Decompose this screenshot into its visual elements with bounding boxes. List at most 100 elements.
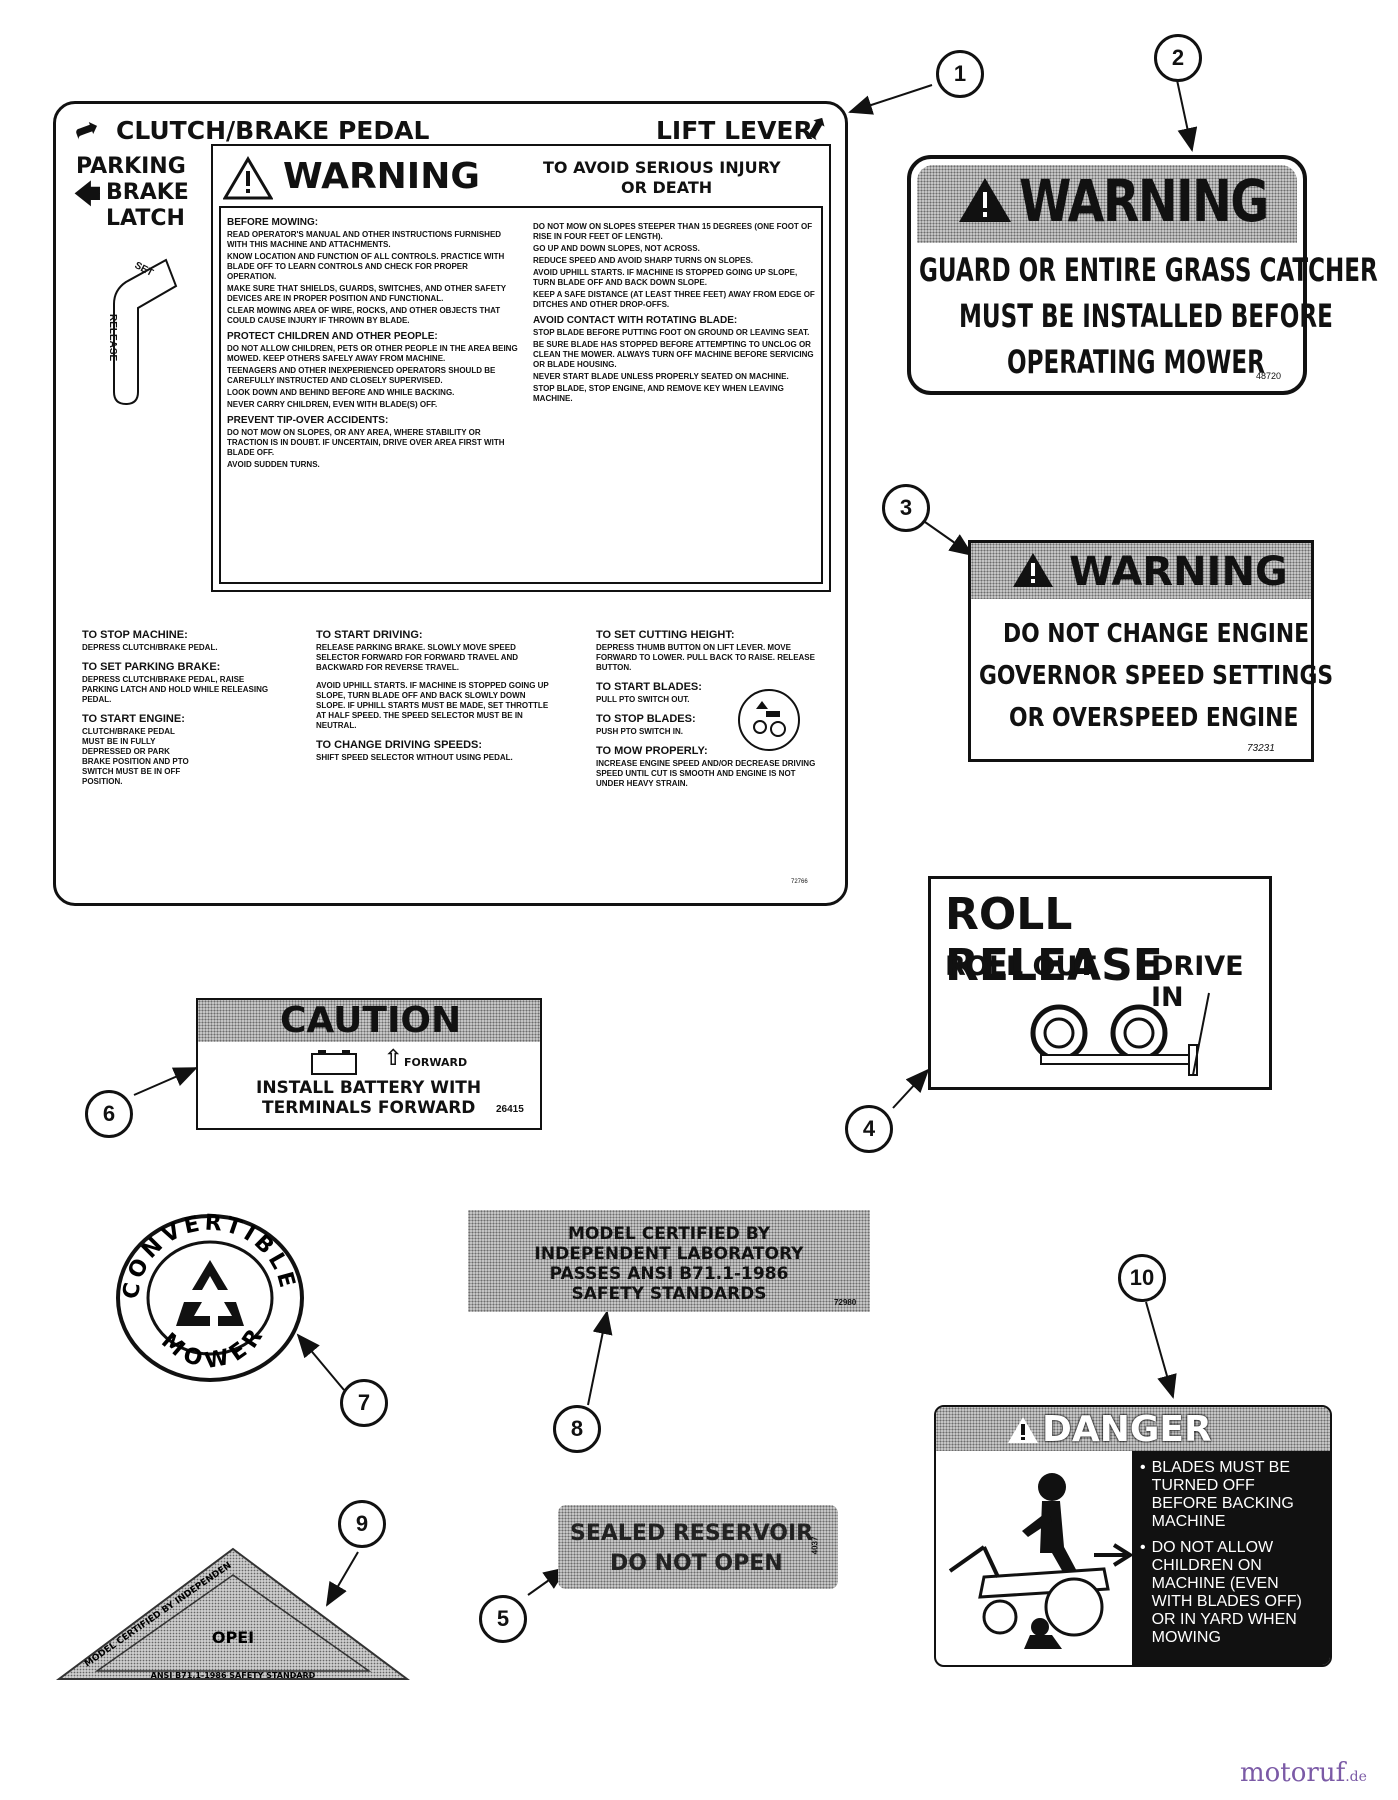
brake-label: BRAKE <box>106 180 189 205</box>
pto-switch-icon <box>738 689 800 751</box>
instructions-col-1: TO STOP MACHINE: DEPRESS CLUTCH/BRAKE PE… <box>82 629 282 795</box>
instructions-col-2: TO START DRIVING: RELEASE PARKING BRAKE.… <box>316 629 556 771</box>
parking-label: PARKING <box>76 154 186 179</box>
label-8-certification: MODEL CERTIFIED BY INDEPENDENT LABORATOR… <box>468 1210 870 1312</box>
leader-6 <box>133 1067 198 1096</box>
watermark-name: motoruf <box>1240 1758 1346 1788</box>
catcher-line-1: GUARD OR ENTIRE GRASS CATCHER <box>919 251 1378 289</box>
callout-4: 4 <box>845 1105 893 1153</box>
park-body: DEPRESS CLUTCH/BRAKE PEDAL, RAISE PARKIN… <box>82 675 269 704</box>
danger-item-2-text: DO NOT ALLOW CHILDREN ON MACHINE (EVEN W… <box>1151 1539 1302 1646</box>
avoid-line-1: TO AVOID SERIOUS INJURY <box>543 158 781 177</box>
callout-2: 2 <box>1154 34 1202 82</box>
reservoir-line-1: SEALED RESERVOIR <box>570 1521 814 1546</box>
warning-triangle-icon <box>1013 553 1053 587</box>
warning-left-column: BEFORE MOWING: READ OPERATOR'S MANUAL AN… <box>227 212 519 472</box>
rotating-item: STOP BLADE, STOP ENGINE, AND REMOVE KEY … <box>533 384 784 403</box>
blades-heading: TO START BLADES: <box>596 681 702 693</box>
protect-item: NEVER CARRY CHILDREN, EVEN WITH BLADE(S)… <box>227 400 438 409</box>
cert-line-1: MODEL CERTIFIED BY <box>567 1224 771 1244</box>
tip-item: DO NOT MOW ON SLOPES, OR ANY AREA, WHERE… <box>227 428 505 457</box>
mow-heading: TO MOW PROPERLY: <box>596 745 708 757</box>
roll-release-title: ROLL RELEASE <box>945 889 1163 991</box>
label-6-battery-caution: CAUTION ⇧ FORWARD INSTALL BATTERY WITH T… <box>196 998 542 1130</box>
avoid-line-2: OR DEATH <box>621 178 713 197</box>
leader-2 <box>1176 79 1198 152</box>
label-10-danger: DANGER • BLADES MUST BE TURNED OFF BEFOR… <box>934 1405 1332 1667</box>
warning-triangle-icon <box>223 156 273 200</box>
stop-blades-heading: TO STOP BLADES: <box>596 713 696 725</box>
inner-rule-box <box>219 206 823 584</box>
cert-line-2: INDEPENDENT LABORATORY <box>534 1244 804 1264</box>
governor-line-2: GOVERNOR SPEED SETTINGS <box>979 661 1334 691</box>
before-item: READ OPERATOR'S MANUAL AND OTHER INSTRUC… <box>227 230 502 249</box>
blades-body: PULL PTO SWITCH OUT. <box>596 695 690 704</box>
label-9-opei-triangle: MODEL CERTIFIED BY INDEPENDENT LABORATOR… <box>55 1545 410 1680</box>
forward-arrow-icon: ⇧ <box>384 1046 403 1071</box>
danger-text-panel: • BLADES MUST BE TURNED OFF BEFORE BACKI… <box>1132 1451 1330 1665</box>
callout-5: 5 <box>479 1595 527 1643</box>
danger-item-1: • BLADES MUST BE TURNED OFF BEFORE BACKI… <box>1140 1459 1324 1531</box>
tip-heading: PREVENT TIP-OVER ACCIDENTS: <box>227 415 389 426</box>
bullet-icon: • <box>1140 1539 1146 1556</box>
label-3-part-number: 73231 <box>1247 743 1275 754</box>
label-2-grass-catcher-warning: WARNING GUARD OR ENTIRE GRASS CATCHER MU… <box>907 155 1378 395</box>
caution-heading: CAUTION <box>280 1000 462 1041</box>
callout-10: 10 <box>1118 1254 1166 1302</box>
before-item: MAKE SURE THAT SHIELDS, GUARDS, SWITCHES… <box>227 284 506 303</box>
callout-6: 6 <box>85 1090 133 1138</box>
catcher-line-2: MUST BE INSTALLED BEFORE <box>959 297 1333 335</box>
rotating-heading: AVOID CONTACT WITH ROTATING BLADE: <box>533 315 738 326</box>
protect-item: LOOK DOWN AND BEHIND BEFORE AND WHILE BA… <box>227 388 455 397</box>
bullet-icon: • <box>1140 1459 1146 1476</box>
label-7-convertible-mower-emblem: CONVERTIBLE MOWER <box>116 1211 304 1382</box>
caution-band <box>198 1000 540 1042</box>
danger-heading: DANGER <box>1042 1409 1212 1450</box>
watermark: motoruf.de <box>1240 1758 1367 1788</box>
protect-heading: PROTECT CHILDREN AND OTHER PEOPLE: <box>227 331 438 342</box>
danger-triangle-icon <box>1008 1417 1038 1443</box>
warning-heading: WARNING <box>283 156 480 197</box>
tip-item: AVOID SUDDEN TURNS. <box>227 460 320 469</box>
label-2-part-number: 48720 <box>1256 371 1282 381</box>
rotating-item: NEVER START BLADE UNLESS PROPERLY SEATED… <box>533 372 789 381</box>
before-heading: BEFORE MOWING: <box>227 217 319 228</box>
leader-8 <box>587 1310 613 1406</box>
drive-in-label: DRIVE IN <box>1151 951 1244 1013</box>
instructions-col-3: TO SET CUTTING HEIGHT: DEPRESS THUMB BUT… <box>596 629 826 797</box>
before-item: CLEAR MOWING AREA OF WIRE, ROCKS, AND OT… <box>227 306 501 325</box>
left-arrow-icon: 🡄 <box>74 180 101 210</box>
danger-item-1-text: BLADES MUST BE TURNED OFF BEFORE BACKING… <box>1151 1459 1294 1530</box>
danger-band <box>936 1407 1330 1451</box>
label-6-part-number: 26415 <box>496 1104 524 1115</box>
engine-body: CLUTCH/BRAKE PEDAL MUST BE IN FULLY DEPR… <box>82 727 189 786</box>
callout-9: 9 <box>338 1500 386 1548</box>
rotating-item: STOP BLADE BEFORE PUTTING FOOT ON GROUND… <box>533 328 810 337</box>
governor-line-1: DO NOT CHANGE ENGINE <box>1003 619 1310 649</box>
danger-item-2: • DO NOT ALLOW CHILDREN ON MACHINE (EVEN… <box>1140 1539 1324 1647</box>
roll-out-label: ROLL OUT <box>945 951 1096 982</box>
label-3-governor-warning: WARNING DO NOT CHANGE ENGINE GOVERNOR SP… <box>968 540 1333 762</box>
roll-release-pin-icon <box>1030 992 1210 1076</box>
battery-icon <box>311 1050 357 1075</box>
label-5-part-number: 4037 <box>810 1536 820 1555</box>
callout-3: 3 <box>882 484 930 532</box>
speeds-body: SHIFT SPEED SELECTOR WITHOUT USING PEDAL… <box>316 753 513 762</box>
recycle-icon <box>176 1260 244 1326</box>
drive-heading: TO START DRIVING: <box>316 629 423 641</box>
drive-body-1: RELEASE PARKING BRAKE. SLOWLY MOVE SPEED… <box>316 643 519 672</box>
slope-item: GO UP AND DOWN SLOPES, NOT ACROSS. <box>533 244 700 253</box>
release-label: RELEASE <box>107 314 118 362</box>
stop-heading: TO STOP MACHINE: <box>82 629 188 641</box>
callout-7: 7 <box>340 1379 388 1427</box>
callout-8: 8 <box>553 1405 601 1453</box>
panel-part-number: 72766 <box>791 879 808 885</box>
warning-box: WARNING TO AVOID SERIOUS INJURY OR DEATH… <box>211 144 831 592</box>
warning-heading: WARNING <box>1019 167 1269 235</box>
label-5-sealed-reservoir: SEALED RESERVOIR DO NOT OPEN 4037 <box>558 1505 838 1589</box>
slope-item: KEEP A SAFE DISTANCE (AT LEAST THREE FEE… <box>533 290 815 309</box>
child-behind-mower-icon <box>948 1473 1134 1649</box>
forward-label: FORWARD <box>404 1056 468 1069</box>
slope-item: DO NOT MOW ON SLOPES STEEPER THAN 15 DEG… <box>533 222 813 241</box>
clutch-brake-heading: CLUTCH/BRAKE PEDAL <box>116 116 430 145</box>
